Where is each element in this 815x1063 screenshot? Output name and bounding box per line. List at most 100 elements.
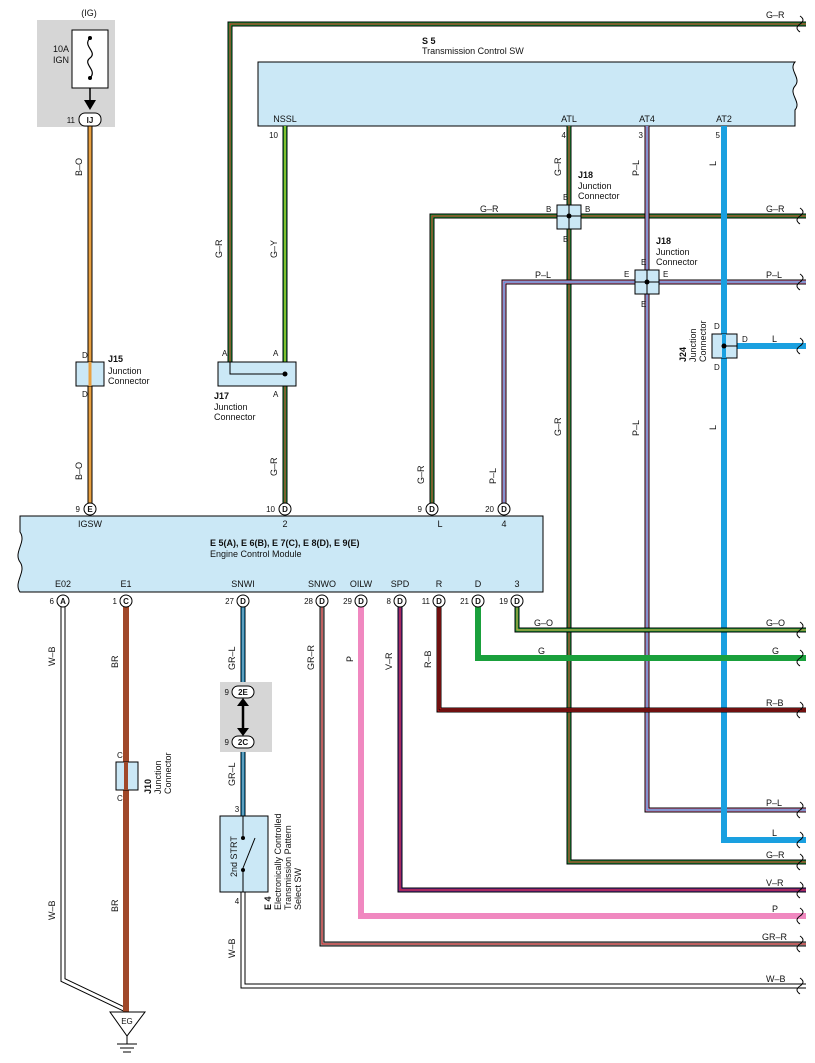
relay-pin-bottom: 9: [225, 738, 230, 747]
e4-id: E 4: [263, 896, 273, 910]
e4-name: Select SW: [293, 867, 303, 910]
relay-pin-top: 9: [225, 688, 230, 697]
wire-label: V–R: [384, 652, 394, 670]
wire-label: P: [772, 904, 778, 914]
ecm-bottom-pin-label: D: [475, 579, 482, 589]
ecm-pin-circle: [471, 594, 485, 608]
s5-pin-num: 3: [639, 131, 644, 140]
wire-label: W–B: [47, 900, 57, 920]
e4-name: Transmission Pattern: [283, 825, 293, 910]
ecm-pin-conn: D: [319, 597, 325, 606]
fuse-icon: [87, 37, 93, 79]
wire-label: P–L: [535, 270, 551, 280]
wire-label: P: [345, 656, 355, 662]
j17-name: Connector: [214, 412, 256, 422]
ecm-pin-num: 28: [304, 597, 313, 606]
ecm-pin-conn: D: [436, 597, 442, 606]
s5-pin-num: 10: [269, 131, 278, 140]
wire-label: B–O: [74, 462, 84, 480]
wire-label: G–R: [766, 850, 785, 860]
ecm-pin-circle: [432, 594, 446, 608]
wire-label: B–O: [74, 158, 84, 176]
wire-label: BR: [110, 655, 120, 668]
ecm-pin-circle: [354, 594, 368, 608]
ecm-subtitle: Engine Control Module: [210, 549, 302, 559]
j10-name: Connector: [163, 752, 173, 794]
s5-pin-num: 5: [716, 131, 721, 140]
ecm-pin-conn: A: [60, 597, 66, 606]
e4-pin-bottom: 4: [235, 897, 240, 906]
j24-pin: D: [742, 335, 748, 344]
e4-switch-label: 2nd STRT: [229, 836, 239, 877]
j18-name: Connector: [578, 191, 620, 201]
svg-text:9: 9: [76, 505, 81, 514]
j18-pin: B: [563, 193, 568, 202]
j24-name: Connector: [698, 320, 708, 362]
svg-text:IGSW: IGSW: [78, 519, 103, 529]
wire-label: G–R: [553, 157, 563, 176]
wire-label: W–B: [227, 938, 237, 958]
relay-connector-bottom-label: 2C: [238, 738, 248, 747]
j10-pin: C: [117, 751, 123, 760]
j15-name: Connector: [108, 376, 150, 386]
ecm-pin-num: 1: [113, 597, 118, 606]
wire-label: R–B: [766, 698, 784, 708]
wire-label: G: [772, 646, 779, 656]
ecm-pin-num: 19: [499, 597, 508, 606]
ground-label: EG: [121, 1017, 133, 1026]
j18-pin: E: [624, 270, 629, 279]
s5-id: S 5: [422, 36, 436, 46]
wire-label: L: [772, 828, 777, 838]
wire-label: P–L: [766, 270, 782, 280]
wire-label: P–L: [631, 420, 641, 436]
j15-id: J15: [108, 354, 123, 364]
ecm-pin-conn: C: [123, 597, 129, 606]
ground-icon: [117, 1036, 137, 1053]
ecm-bottom-pin-label: R: [436, 579, 443, 589]
ecm-pin-num: 21: [460, 597, 469, 606]
ecm-pin-conn: D: [475, 597, 481, 606]
wire-label: L: [772, 334, 777, 344]
connector-arrow-icon: [84, 100, 96, 110]
wire-label: GR–R: [306, 644, 316, 670]
j18-pin: E: [663, 270, 668, 279]
j15-pin: D: [82, 390, 88, 399]
wire-label: L: [708, 425, 718, 430]
ecm-title: E 5(A), E 6(B), E 7(C), E 8(D), E 9(E): [210, 538, 360, 548]
j18-pin: E: [641, 300, 646, 309]
ecm-pin-circle: [236, 594, 250, 608]
ecm-bottom-pin-label: SPD: [391, 579, 410, 589]
svg-text:4: 4: [501, 519, 506, 529]
wire-break-marks: [796, 15, 804, 995]
wire-label: G–R: [416, 465, 426, 484]
j17-name: Junction: [214, 402, 248, 412]
svg-text:D: D: [282, 505, 288, 514]
j18-pin: B: [546, 205, 551, 214]
s5-box: [257, 61, 798, 127]
svg-text:D: D: [501, 505, 507, 514]
j18-name: Connector: [656, 257, 698, 267]
svg-text:9: 9: [418, 505, 423, 514]
s5-pin-num: 4: [562, 131, 567, 140]
ecm-pin-num: 6: [50, 597, 55, 606]
fuse-name: IGN: [53, 55, 69, 65]
j24-id: J24: [678, 347, 688, 362]
wire-label: W–B: [47, 646, 57, 666]
wire-label: G–Y: [269, 240, 279, 258]
j24-pin: D: [714, 363, 720, 372]
ecm-pin-num: 29: [343, 597, 352, 606]
wire-label: G–R: [269, 457, 279, 476]
wire-label: L: [708, 161, 718, 166]
s5-pin-label: ATL: [561, 114, 577, 124]
wire-labels: B–O B–O G–R G–Y G–R G–R G–R P–L P–L L L …: [47, 10, 788, 984]
j18-pin: E: [641, 258, 646, 267]
wire-label: P–L: [766, 798, 782, 808]
ecm-top-pin: D 20 4: [485, 502, 511, 529]
wire-label: G–O: [534, 618, 553, 628]
s5-pin-label: AT2: [716, 114, 732, 124]
svg-text:E: E: [87, 505, 93, 514]
